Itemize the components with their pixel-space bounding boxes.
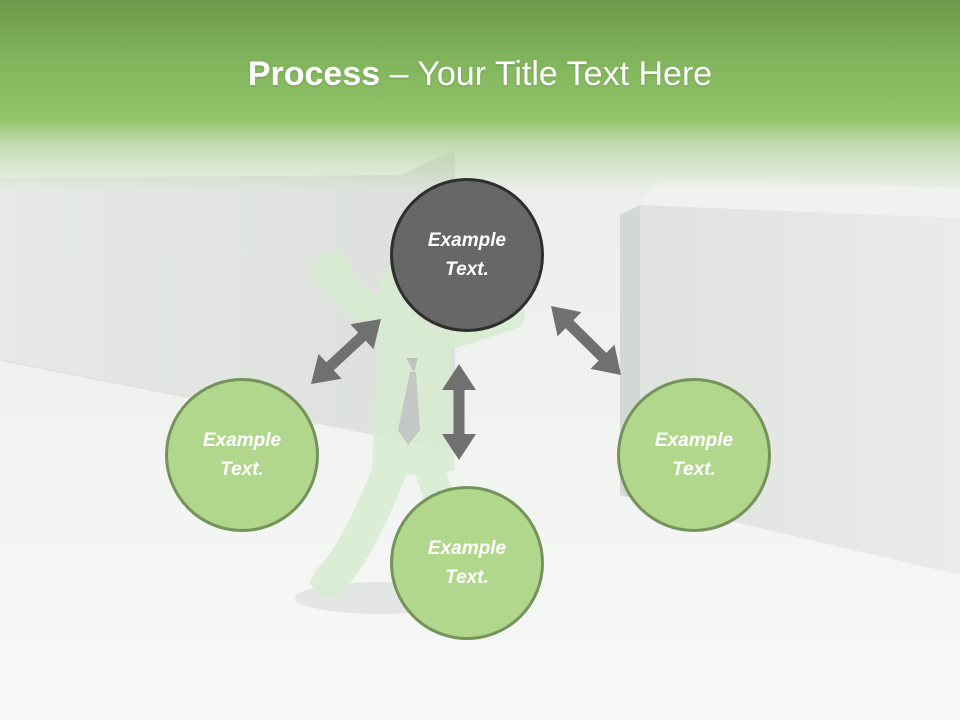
header-band <box>0 0 960 190</box>
node-right[interactable]: Example Text. <box>617 378 771 532</box>
node-left-text: Example Text. <box>202 430 282 480</box>
node-bottom[interactable]: Example Text. <box>390 486 544 640</box>
node-right-text: Example Text. <box>654 430 734 480</box>
node-bottom-text: Example Text. <box>427 538 507 588</box>
page-title: Process – Your Title Text Here <box>0 52 960 96</box>
node-top-text: Example Text. <box>427 230 507 280</box>
title-rest: – Your Title Text Here <box>380 55 713 93</box>
node-left[interactable]: Example Text. <box>165 378 319 532</box>
title-bold: Process <box>247 55 381 93</box>
node-top[interactable]: Example Text. <box>390 178 544 332</box>
